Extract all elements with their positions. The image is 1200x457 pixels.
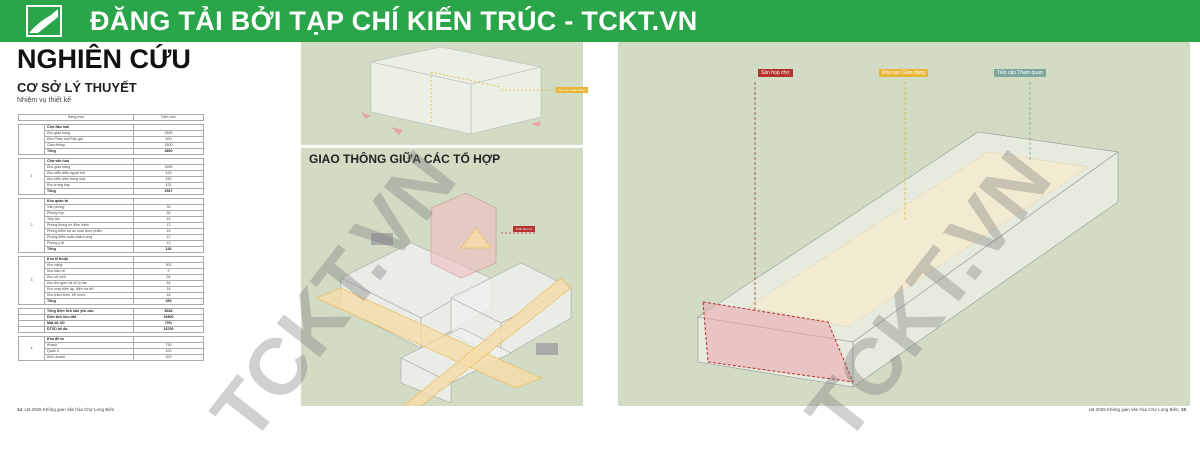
group-number: 2 (18, 198, 45, 253)
truck-icon (536, 343, 558, 355)
page-title: NGHIÊN CỨU (17, 44, 191, 74)
hall-axonometric (697, 82, 1119, 388)
circulation-title: GIAO THÔNG GIỮA CÁC TỔ HỢP (309, 152, 501, 166)
item-name: Kinh doanh (44, 354, 134, 361)
group-number: 1 (18, 158, 45, 195)
page-number: 15 (1180, 407, 1186, 412)
section-title: CƠ SỞ LÝ THUYẾT (17, 80, 137, 95)
section-caption: Nhiệm vụ thiết kế (17, 97, 72, 104)
item-area: 200 (133, 354, 204, 361)
label-market-yard: Sân họp chợ (758, 69, 793, 77)
group-number (18, 124, 45, 155)
circulation-axonometric (314, 192, 572, 406)
truck-icon (371, 233, 393, 245)
diagram1-label: Khu vực Gian hàng (556, 87, 588, 93)
banner-title: ĐĂNG TẢI BỞI TẠP CHÍ KIẾN TRÚC - TCKT.VN (90, 5, 698, 36)
diagram-market-hall: Sân họp chợ Khu vực Gian hàng Tiếp cận T… (618, 42, 1190, 406)
footer-text: LB-2025 Không gian văn hóa Chợ Long Biên (24, 407, 115, 412)
diagram-circulation: GIAO THÔNG GIỮA CÁC TỔ HỢP Khối phụ trợ (301, 148, 583, 406)
footer-right: LB-2025 Không gian văn hóa Chợ Long Biên… (1089, 407, 1186, 412)
group-number: 4 (18, 336, 45, 361)
footer-text: LB-2025 Không gian văn hóa Chợ Long Biên (1088, 407, 1179, 412)
diagram-market-block: Khu vực Gian hàng (301, 42, 588, 145)
site-banner: ĐĂNG TẢI BỞI TẠP CHÍ KIẾN TRÚC - TCKT.VN (0, 0, 1200, 42)
diagram2-label: Khối phụ trợ (513, 226, 536, 232)
footer-left: 14 LB-2025 Không gian văn hóa Chợ Long B… (17, 407, 114, 412)
label-visitor-access: Tiếp cận Tham quan (994, 69, 1046, 77)
block-axonometric (361, 46, 556, 135)
page-number: 14 (17, 407, 23, 412)
tckt-logo-icon (26, 5, 62, 37)
label-stall-area: Khu vực Gian hàng (879, 69, 929, 77)
group-number: 3 (18, 256, 45, 305)
